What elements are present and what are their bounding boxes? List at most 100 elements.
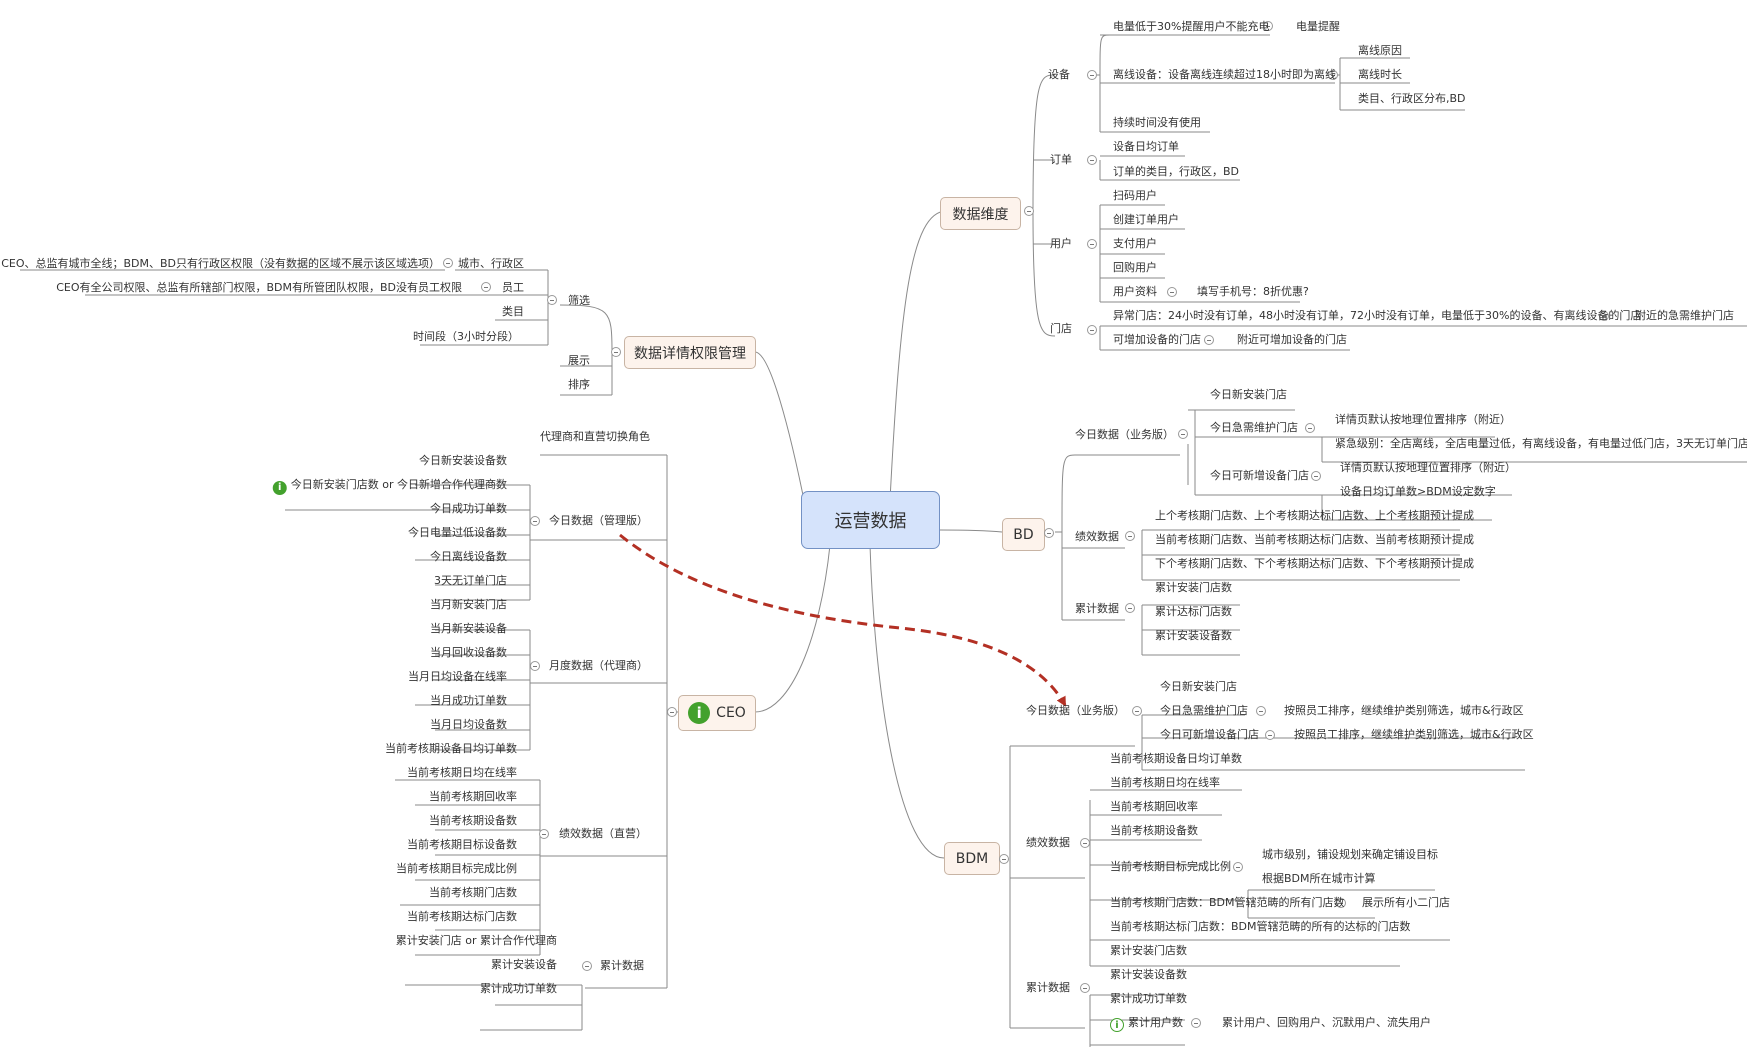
collapse-toggle[interactable] <box>1191 1018 1201 1028</box>
node-ceo-no-order-3d[interactable]: 3天无订单门店 <box>434 574 507 587</box>
node-staff[interactable]: 员工 <box>502 281 524 294</box>
node-pay-user[interactable]: 支付用户 <box>1113 237 1157 250</box>
node-abnormal-store[interactable]: 异常门店：24小时没有订单，48小时没有订单，72小时没有订单，电量低于30%的… <box>1113 309 1642 322</box>
node-bdm-cum-device[interactable]: 累计安装设备数 <box>1110 968 1187 981</box>
node-sort[interactable]: 排序 <box>568 378 590 391</box>
node-ceo-p-recycle-rate[interactable]: 当前考核期回收率 <box>429 790 517 803</box>
collapse-toggle[interactable] <box>1087 325 1097 335</box>
node-city-district[interactable]: 城市、行政区 <box>458 257 524 270</box>
node-offline-dist[interactable]: 类目、行政区分布,BD <box>1358 92 1466 105</box>
node-bdm-today-addable[interactable]: 今日可新增设备门店 <box>1160 728 1259 741</box>
collapse-toggle[interactable] <box>530 661 540 671</box>
node-nearby-addable[interactable]: 附近可增加设备的门店 <box>1237 333 1347 346</box>
node-ceo-switch-role[interactable]: 代理商和直营切换角色 <box>540 430 650 443</box>
node-daily-avg-order[interactable]: 设备日均订单 <box>1113 140 1179 153</box>
node-user[interactable]: 用户 <box>1050 237 1072 250</box>
collapse-toggle[interactable] <box>1167 287 1177 297</box>
node-bdm-today[interactable]: 今日数据（业务版） <box>1026 704 1125 717</box>
collapse-toggle[interactable] <box>1233 862 1243 872</box>
node-category[interactable]: 类目 <box>502 305 524 318</box>
collapse-toggle[interactable] <box>1080 983 1090 993</box>
node-bd-today[interactable]: 今日数据（业务版） <box>1075 428 1174 441</box>
collapse-toggle[interactable] <box>1087 239 1097 249</box>
node-ceo-p-target-device[interactable]: 当前考核期目标设备数 <box>407 838 517 851</box>
topic-data-dimension[interactable]: 数据维度 <box>940 197 1021 230</box>
node-bdm-performance[interactable]: 绩效数据 <box>1026 836 1070 849</box>
node-bdm-city-level[interactable]: 城市级别，铺设规划来确定铺设目标 <box>1262 848 1438 861</box>
node-ceo-m-new-store[interactable]: 当月新安装门店 <box>430 598 507 611</box>
node-ceo-p-target-ratio[interactable]: 当前考核期目标完成比例 <box>396 862 517 875</box>
node-offline-duration[interactable]: 离线时长 <box>1358 68 1402 81</box>
node-ceo-m-daily-device[interactable]: 当月日均设备数 <box>430 718 507 731</box>
node-fill-phone[interactable]: 填写手机号：8折优惠? <box>1197 285 1309 298</box>
node-ceo-m-online-rate[interactable]: 当月日均设备在线率 <box>408 670 507 683</box>
node-ceo-cumulative[interactable]: 累计数据 <box>600 959 644 972</box>
node-bdm-cum-users-detail[interactable]: 累计用户、回购用户、沉默用户、流失用户 <box>1222 1016 1431 1029</box>
collapse-toggle[interactable] <box>667 707 677 717</box>
collapse-toggle[interactable] <box>1125 603 1135 613</box>
collapse-toggle[interactable] <box>1080 838 1090 848</box>
node-ceo-today-low-battery[interactable]: 今日电量过低设备数 <box>408 526 507 539</box>
node-bd-cum-qualified-store[interactable]: 累计达标门店数 <box>1155 605 1232 618</box>
node-bd-cumulative[interactable]: 累计数据 <box>1075 602 1119 615</box>
node-ceo-performance[interactable]: 绩效数据（直营） <box>559 827 647 840</box>
node-store[interactable]: 门店 <box>1050 322 1072 335</box>
node-bdm-p-store-count[interactable]: 当前考核期门店数：BDM管辖范畴的所有门店数 <box>1110 896 1345 909</box>
node-bd-performance[interactable]: 绩效数据 <box>1075 530 1119 543</box>
collapse-toggle[interactable] <box>1265 730 1275 740</box>
node-offline-device[interactable]: 离线设备：设备离线连续超过18小时即为离线 <box>1113 68 1336 81</box>
collapse-toggle[interactable] <box>443 258 453 268</box>
collapse-toggle[interactable] <box>1087 70 1097 80</box>
node-bdm-urgent-filter[interactable]: 按照员工排序，继续维护类别筛选，城市&行政区 <box>1284 704 1524 717</box>
collapse-toggle[interactable] <box>1336 898 1346 908</box>
node-bdm-p-online-rate[interactable]: 当前考核期日均在线率 <box>1110 776 1220 789</box>
node-ceo-today-success-order[interactable]: 今日成功订单数 <box>430 502 507 515</box>
node-bdm-p-daily-order[interactable]: 当前考核期设备日均订单数 <box>1110 752 1242 765</box>
node-bdm-cumulative[interactable]: 累计数据 <box>1026 981 1070 994</box>
node-scan-user[interactable]: 扫码用户 <box>1113 189 1157 202</box>
node-bd-cum-install-store[interactable]: 累计安装门店数 <box>1155 581 1232 594</box>
node-battery-remind[interactable]: 电量提醒 <box>1296 20 1340 33</box>
collapse-toggle[interactable] <box>1178 429 1188 439</box>
collapse-toggle[interactable] <box>1132 706 1142 716</box>
node-repurchase-user[interactable]: 回购用户 <box>1113 261 1157 274</box>
collapse-toggle[interactable] <box>1204 335 1214 345</box>
node-offline-reason[interactable]: 离线原因 <box>1358 44 1402 57</box>
node-user-profile[interactable]: 用户资料 <box>1113 285 1157 298</box>
node-bdm-cum-store[interactable]: 累计安装门店数 <box>1110 944 1187 957</box>
collapse-toggle[interactable] <box>1024 206 1034 216</box>
node-device[interactable]: 设备 <box>1048 68 1070 81</box>
node-ceo-p-device-count[interactable]: 当前考核期设备数 <box>429 814 517 827</box>
node-ceo-today-offline[interactable]: 今日离线设备数 <box>430 550 507 563</box>
node-ceo-cum-success-order[interactable]: 累计成功订单数 <box>480 982 557 995</box>
node-order[interactable]: 订单 <box>1050 153 1072 166</box>
node-bd-today-addable[interactable]: 今日可新增设备门店 <box>1210 469 1309 482</box>
node-ceo-p-qualified-store[interactable]: 当前考核期达标门店数 <box>407 910 517 923</box>
collapse-toggle[interactable] <box>530 516 540 526</box>
collapse-toggle[interactable] <box>1125 531 1135 541</box>
node-bd-next-period[interactable]: 下个考核期门店数、下个考核期达标门店数、下个考核期预计提成 <box>1155 557 1474 570</box>
node-ceo-cum-store-or[interactable]: 累计安装门店 or 累计合作代理商 <box>395 934 557 947</box>
node-bd-prev-period[interactable]: 上个考核期门店数、上个考核期达标门店数、上个考核期预计提成 <box>1155 509 1474 522</box>
node-bd-today-urgent[interactable]: 今日急需维护门店 <box>1210 421 1298 434</box>
topic-bd[interactable]: BD <box>1002 518 1045 551</box>
node-nearby-urgent[interactable]: 附近的急需维护门店 <box>1635 309 1734 322</box>
node-bdm-today-urgent[interactable]: 今日急需维护门店 <box>1160 704 1248 717</box>
node-bdm-today-new-store[interactable]: 今日新安装门店 <box>1160 680 1237 693</box>
node-order-dist[interactable]: 订单的类目，行政区，BD <box>1113 165 1240 178</box>
central-topic[interactable]: 运营数据 <box>801 491 940 549</box>
node-bd-urgency-level[interactable]: 紧急级别：全店离线，全店电量过低，有离线设备，有电量过低门店，3天无订单门店 <box>1335 437 1747 450</box>
node-addable-store[interactable]: 可增加设备的门店 <box>1113 333 1201 346</box>
node-bd-detail-sort-1[interactable]: 详情页默认按地理位置排序（附近） <box>1335 413 1511 426</box>
topic-permission[interactable]: 数据详情权限管理 <box>624 336 756 369</box>
collapse-toggle[interactable] <box>1328 70 1338 80</box>
node-unused[interactable]: 持续时间没有使用 <box>1113 116 1201 129</box>
collapse-toggle[interactable] <box>1305 423 1315 433</box>
node-bdm-p-qualified[interactable]: 当前考核期达标门店数：BDM管辖范畴的所有的达标的门店数 <box>1110 920 1411 933</box>
node-ceo-monthly[interactable]: 月度数据（代理商） <box>549 659 648 672</box>
node-display[interactable]: 展示 <box>568 354 590 367</box>
collapse-toggle[interactable] <box>1087 155 1097 165</box>
node-bd-daily-order-gt[interactable]: 设备日均订单数>BDM设定数字 <box>1340 485 1496 498</box>
